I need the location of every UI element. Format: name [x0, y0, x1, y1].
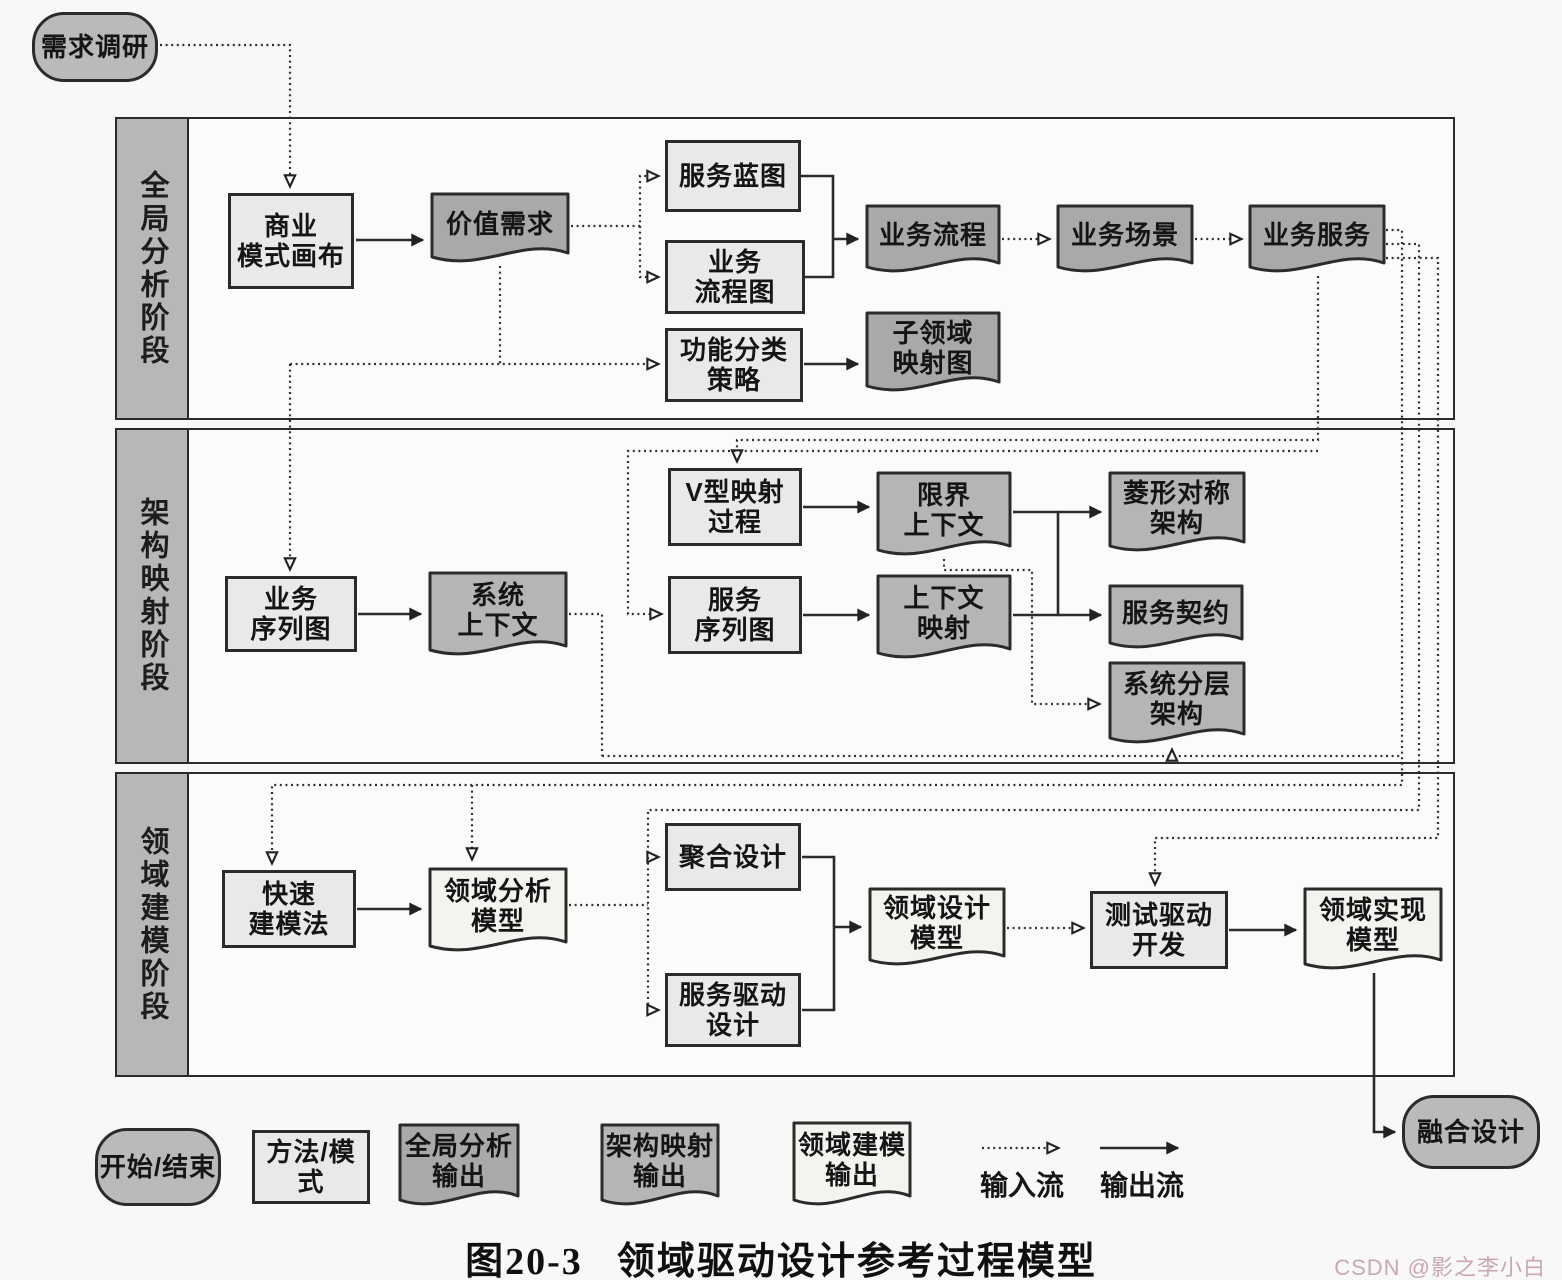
service-contract: 服务契约	[1108, 583, 1244, 651]
lane-architecture-mapping-label: 架构映射阶段	[117, 430, 189, 762]
subdomain-mapping-diagram-label: 子领域映射图	[892, 317, 974, 378]
system-layered-architecture: 系统分层架构	[1108, 660, 1246, 746]
legend-domain-modeling-output-label: 领域建模输出	[797, 1129, 906, 1190]
legend-method-pattern: 方法/模式	[252, 1130, 370, 1204]
domain-analysis-model-shape	[428, 867, 568, 952]
requirement-research: 需求调研	[32, 12, 158, 82]
business-scenario: 业务场景	[1056, 203, 1194, 275]
business-service-label: 业务服务	[1262, 219, 1371, 250]
business-scenario-label: 业务场景	[1070, 219, 1179, 250]
value-requirements: 价值需求	[430, 191, 570, 265]
domain-design-model-shape	[868, 887, 1006, 966]
aggregate-design: 聚合设计	[665, 823, 801, 891]
v-mapping-process-label: V型映射过程	[685, 476, 785, 537]
domain-implementation-model: 领域实现模型	[1303, 886, 1443, 972]
system-context-label: 系统上下文	[457, 579, 539, 640]
domain-analysis-model: 领域分析模型	[428, 866, 568, 954]
legend-global-analysis-output: 全局分析输出	[398, 1122, 520, 1208]
service-driven-design: 服务驱动设计	[665, 973, 801, 1047]
business-model-canvas: 商业模式画布	[228, 193, 354, 289]
legend-start-end-label: 开始/结束	[99, 1151, 217, 1182]
diamond-symmetric-architecture-label: 菱形对称架构	[1122, 477, 1231, 538]
aggregate-design-label: 聚合设计	[678, 841, 787, 872]
legend-start-end: 开始/结束	[95, 1128, 221, 1206]
business-flow-diagram: 业务流程图	[665, 240, 805, 314]
legend-architecture-mapping-output: 架构映射输出	[600, 1122, 720, 1208]
business-sequence-diagram-label: 业务序列图	[250, 583, 332, 644]
business-model-canvas-label: 商业模式画布	[236, 210, 345, 271]
watermark: CSDN @影之李小白	[1334, 1255, 1546, 1280]
lane-domain-modeling-label: 领域建模阶段	[117, 774, 189, 1075]
service-driven-design-label: 服务驱动设计	[678, 979, 787, 1040]
business-sequence-diagram: 业务序列图	[225, 576, 357, 652]
domain-implementation-model-shape	[1303, 887, 1443, 970]
requirement-research-label: 需求调研	[40, 31, 149, 62]
domain-design-model-label: 领域设计模型	[882, 892, 991, 953]
legend-architecture-mapping-output-label: 架构映射输出	[605, 1130, 714, 1191]
legend-architecture-mapping-output-shape	[600, 1123, 720, 1206]
output-flow-label: 输出流	[1099, 1170, 1184, 1201]
business-process-label: 业务流程	[878, 219, 987, 250]
v-mapping-process: V型映射过程	[668, 468, 802, 546]
business-service: 业务服务	[1248, 203, 1386, 275]
domain-analysis-model-label: 领域分析模型	[443, 875, 552, 936]
input-flow-label: 输入流	[979, 1170, 1064, 1201]
domain-implementation-model-label: 领域实现模型	[1318, 894, 1427, 955]
figure-caption: 图20-3 领域驱动设计参考过程模型	[0, 1230, 1562, 1280]
business-flow-diagram-label: 业务流程图	[694, 246, 776, 307]
bounded-context: 限界上下文	[876, 470, 1012, 558]
test-driven-development: 测试驱动开发	[1090, 891, 1228, 969]
function-classification-strategy-label: 功能分类策略	[679, 334, 788, 395]
domain-design-model: 领域设计模型	[868, 886, 1006, 968]
function-classification-strategy: 功能分类策略	[665, 328, 803, 402]
figure-title: 领域驱动设计参考过程模型	[616, 1241, 1097, 1280]
business-process: 业务流程	[865, 203, 1001, 275]
service-sequence-diagram-label: 服务序列图	[694, 584, 776, 645]
fusion-design-label: 融合设计	[1416, 1116, 1525, 1147]
service-sequence-diagram: 服务序列图	[668, 576, 802, 654]
value-requirements-label: 价值需求	[445, 208, 554, 239]
subdomain-mapping-diagram: 子领域映射图	[865, 310, 1001, 394]
legend-method-pattern-label: 方法/模式	[266, 1136, 356, 1197]
figure-number: 图20-3	[465, 1241, 583, 1280]
rapid-modeling-method-label: 快速建模法	[248, 878, 330, 939]
bounded-context-label: 限界上下文	[903, 479, 985, 540]
system-layered-architecture-label: 系统分层架构	[1122, 668, 1231, 729]
context-mapping-label: 上下文映射	[903, 582, 985, 643]
service-blueprint: 服务蓝图	[665, 140, 801, 212]
legend-domain-modeling-output: 领域建模输出	[792, 1120, 912, 1208]
context-mapping: 上下文映射	[876, 573, 1012, 661]
lane-global-analysis-label: 全局分析阶段	[117, 119, 189, 418]
system-context: 系统上下文	[428, 570, 568, 658]
test-driven-development-label: 测试驱动开发	[1104, 899, 1213, 960]
service-contract-label: 服务契约	[1121, 597, 1230, 628]
legend-global-analysis-output-shape	[398, 1123, 520, 1206]
legend-domain-modeling-output-shape	[792, 1121, 912, 1206]
diamond-symmetric-architecture: 菱形对称架构	[1108, 470, 1246, 554]
fusion-design: 融合设计	[1402, 1095, 1540, 1169]
rapid-modeling-method: 快速建模法	[222, 870, 356, 948]
service-blueprint-label: 服务蓝图	[678, 160, 787, 191]
legend-global-analysis-output-label: 全局分析输出	[404, 1130, 513, 1191]
